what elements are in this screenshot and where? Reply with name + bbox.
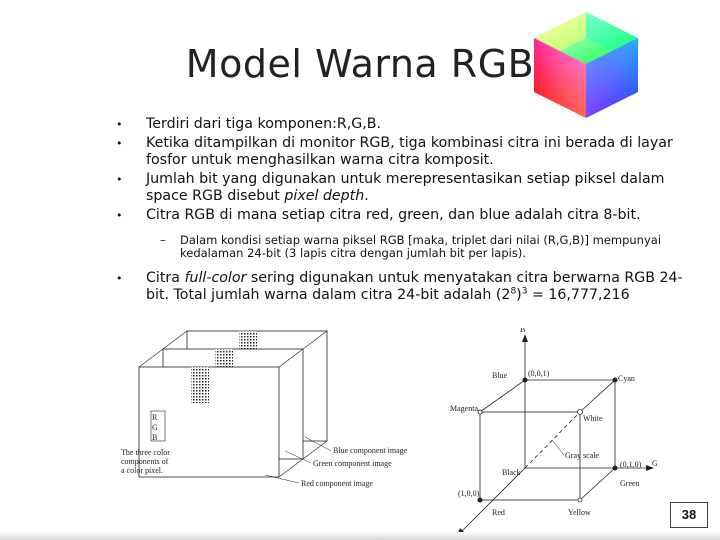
bottom-border	[0, 532, 720, 540]
bullet-item: • Ketika ditampilkan di monitor RGB, tig…	[108, 135, 688, 169]
bullet-text-end: .	[364, 188, 369, 204]
bullet-marker: •	[116, 209, 123, 222]
white-label: White	[583, 414, 603, 423]
bullet-emphasis: full-color	[184, 270, 247, 286]
red-component-label: Red component image	[301, 479, 373, 488]
gray-scale-label: Gray scale	[565, 451, 599, 460]
axis-g-label: G	[652, 459, 658, 468]
bullet-item: • Citra full-color sering digunakan untu…	[108, 270, 688, 304]
bullet-text: Citra	[146, 270, 185, 286]
black-label: Black	[502, 468, 521, 477]
green-component-label: Green component image	[313, 459, 392, 468]
caption-line: components of	[121, 457, 169, 466]
sub-bullet-item: – Dalam kondisi setiap warna piksel RGB …	[108, 234, 688, 260]
stack-label-g: G	[152, 423, 158, 432]
blue-component-label: Blue component image	[333, 446, 408, 455]
bullet-item: • Jumlah bit yang digunakan untuk merepr…	[108, 171, 688, 205]
superscript: 8	[510, 286, 517, 297]
superscript: 3	[521, 286, 528, 297]
blue-coord-label: (0,0,1)	[528, 369, 550, 378]
bullet-marker: •	[116, 173, 123, 186]
red-label: Red	[492, 508, 505, 517]
bullet-list: • Terdiri dari tiga komponen:R,G,B. • Ke…	[108, 116, 688, 306]
sub-bullet-text: Dalam kondisi setiap warna piksel RGB [m…	[180, 233, 662, 260]
slide-title: Model Warna RGB	[185, 42, 535, 86]
bullet-marker: •	[116, 272, 123, 285]
bullet-text: Ketika ditampilkan di monitor RGB, tiga …	[146, 135, 673, 168]
stack-label-r: R	[152, 413, 158, 422]
bullet-text: )	[516, 287, 522, 303]
cyan-label: Cyan	[618, 374, 635, 383]
bullet-text: Citra RGB di mana setiap citra red, gree…	[146, 207, 641, 223]
page-number: 38	[670, 502, 708, 528]
magenta-label: Magenta	[450, 404, 478, 413]
sub-bullet-marker: –	[160, 233, 166, 247]
bullet-item: • Terdiri dari tiga komponen:R,G,B.	[108, 116, 688, 133]
bullet-text: Terdiri dari tiga komponen:R,G,B.	[146, 116, 381, 132]
bullet-marker: •	[116, 137, 123, 150]
bullet-marker: •	[116, 118, 123, 131]
blue-label: Blue	[492, 371, 508, 380]
axis-b-label: B	[520, 328, 525, 334]
green-coord-label: (0,1,0)	[620, 460, 642, 469]
red-coord-label: (1,0,0)	[458, 489, 480, 498]
bullet-text: = 16,777,216	[527, 287, 630, 303]
bullet-item: • Citra RGB di mana setiap citra red, gr…	[108, 207, 688, 224]
caption-line: a color pixel.	[121, 466, 163, 475]
caption-line: The three color	[121, 448, 170, 457]
component-images-diagram: R G B Blue component image Green compone…	[121, 330, 408, 488]
bullet-text: Jumlah bit yang digunakan untuk merepres…	[146, 171, 665, 204]
yellow-label: Yellow	[568, 508, 591, 517]
rgb-color-cube-image	[534, 12, 638, 118]
stack-label-b: B	[152, 433, 157, 442]
rgb-cube-axes-diagram: B G R Blue (0,0,1) Cyan Magenta White Gr…	[450, 328, 658, 538]
bullet-emphasis: pixel depth	[284, 188, 365, 204]
green-label: Green	[620, 479, 640, 488]
bullet-text: sering digunakan untuk menyatakan citra …	[146, 270, 683, 303]
